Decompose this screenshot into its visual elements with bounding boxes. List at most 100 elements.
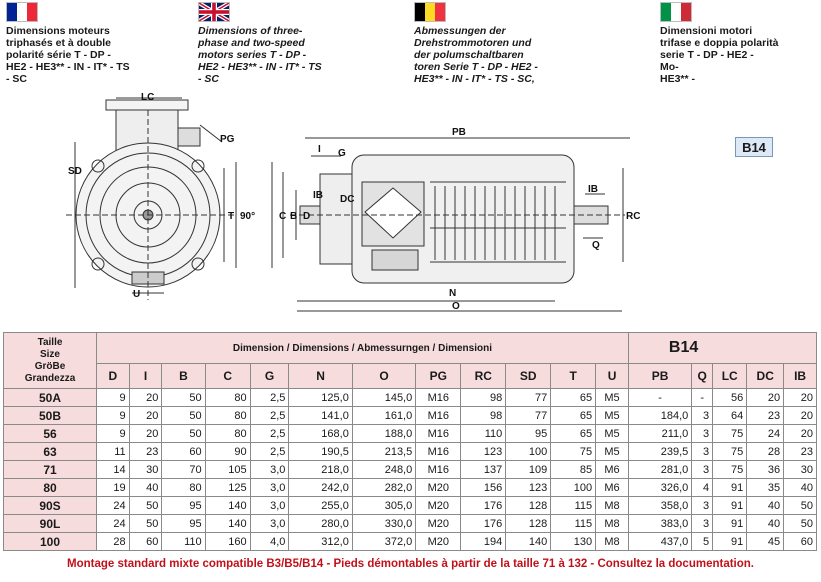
- table-cell: 60: [128, 532, 163, 551]
- table-cell: 20: [128, 388, 163, 407]
- dim-label-deg: 90°: [240, 211, 255, 222]
- table-cell: 190,5: [288, 442, 353, 461]
- table-cell: 28: [96, 532, 130, 551]
- size-cell: 71: [3, 460, 97, 479]
- table-cell: 80: [204, 406, 251, 425]
- table-cell: 50: [161, 406, 206, 425]
- table-cell: 3: [691, 496, 714, 515]
- belgian-flag-icon: [414, 2, 446, 22]
- table-cell: 141,0: [288, 406, 353, 425]
- table-cell: 4: [691, 478, 714, 497]
- dim-label-ib-right: IB: [588, 184, 598, 195]
- table-cell: 218,0: [288, 460, 353, 479]
- column-header-n: N: [288, 363, 353, 389]
- table-cell: 128: [505, 514, 552, 533]
- table-cell: 90: [204, 442, 251, 461]
- table-cell: M6: [595, 478, 629, 497]
- column-header-lc: LC: [712, 363, 748, 389]
- table-cell: 40: [746, 496, 785, 515]
- b14-group-header: B14: [627, 332, 818, 364]
- table-cell: 75: [550, 442, 597, 461]
- table-cell: 45: [746, 532, 785, 551]
- dimension-group-header: Dimension / Dimensions / Abmessurngen / …: [96, 332, 629, 364]
- size-cell: 100: [3, 532, 97, 551]
- lang-block-fr: Dimensions moteurs triphasés et à double…: [6, 2, 206, 85]
- table-cell: 115: [550, 496, 597, 515]
- table-cell: 168,0: [288, 424, 353, 443]
- dim-label-g: G: [338, 148, 346, 159]
- table-cell: 14: [96, 460, 130, 479]
- table-cell: 128: [505, 496, 552, 515]
- column-header-q: Q: [691, 363, 714, 389]
- table-cell: 80: [204, 388, 251, 407]
- table-cell: 2,5: [249, 442, 290, 461]
- table-cell: 85: [550, 460, 597, 479]
- table-cell: M20: [415, 478, 462, 497]
- table-cell: -: [691, 388, 714, 407]
- table-cell: 75: [712, 424, 748, 443]
- table-cell: 75: [712, 460, 748, 479]
- table-cell: M20: [415, 514, 462, 533]
- table-cell: 130: [550, 532, 597, 551]
- table-cell: 239,5: [627, 442, 693, 461]
- table-cell: 20: [783, 406, 817, 425]
- dim-label-pb: PB: [452, 127, 466, 138]
- table-cell: M16: [415, 424, 462, 443]
- lang-text-it: Dimensioni motori trifase e doppia polar…: [660, 25, 779, 85]
- table-cell: M8: [595, 514, 629, 533]
- table-cell: 95: [505, 424, 552, 443]
- column-header-sd: SD: [505, 363, 552, 389]
- b14-badge: B14: [735, 137, 773, 157]
- column-header-pb: PB: [627, 363, 693, 389]
- table-cell: 91: [712, 478, 748, 497]
- table-cell: 2,5: [249, 388, 290, 407]
- size-cell: 80: [3, 478, 97, 497]
- table-cell: 9: [96, 424, 130, 443]
- table-cell: 194: [460, 532, 507, 551]
- table-cell: M20: [415, 532, 462, 551]
- table-cell: 3: [691, 460, 714, 479]
- table-cell: 255,0: [288, 496, 353, 515]
- size-cell: 63: [3, 442, 97, 461]
- table-cell: 50: [161, 424, 206, 443]
- table-cell: 50: [783, 514, 817, 533]
- table-cell: 65: [550, 424, 597, 443]
- dimension-table: Taille Size GröBe Grandezza Dimension / …: [3, 332, 818, 551]
- table-cell: 372,0: [351, 532, 417, 551]
- lang-block-en: Dimensions of three- phase and two-speed…: [198, 2, 398, 85]
- size-cell: 50A: [3, 388, 97, 407]
- table-cell: 23: [128, 442, 163, 461]
- table-cell: 20: [128, 424, 163, 443]
- table-cell: 60: [783, 532, 817, 551]
- table-cell: 40: [783, 478, 817, 497]
- table-cell: 23: [783, 442, 817, 461]
- table-cell: 3,0: [249, 478, 290, 497]
- table-cell: M5: [595, 406, 629, 425]
- table-cell: 109: [505, 460, 552, 479]
- table-cell: 98: [460, 406, 507, 425]
- front-view: [66, 97, 237, 300]
- table-cell: 3: [691, 514, 714, 533]
- table-cell: 280,0: [288, 514, 353, 533]
- dim-label-rc: RC: [626, 211, 640, 222]
- table-cell: M5: [595, 424, 629, 443]
- column-header-d: D: [96, 363, 130, 389]
- table-cell: M8: [595, 532, 629, 551]
- dim-label-d: D: [303, 211, 310, 222]
- table-cell: 28: [746, 442, 785, 461]
- table-cell: 77: [505, 406, 552, 425]
- table-cell: 326,0: [627, 478, 693, 497]
- table-cell: 3: [691, 424, 714, 443]
- table-cell: 100: [505, 442, 552, 461]
- table-cell: M16: [415, 442, 462, 461]
- table-cell: 330,0: [351, 514, 417, 533]
- table-cell: 20: [746, 388, 785, 407]
- column-header-b: B: [161, 363, 206, 389]
- table-cell: M5: [595, 388, 629, 407]
- dim-label-o: O: [452, 301, 460, 312]
